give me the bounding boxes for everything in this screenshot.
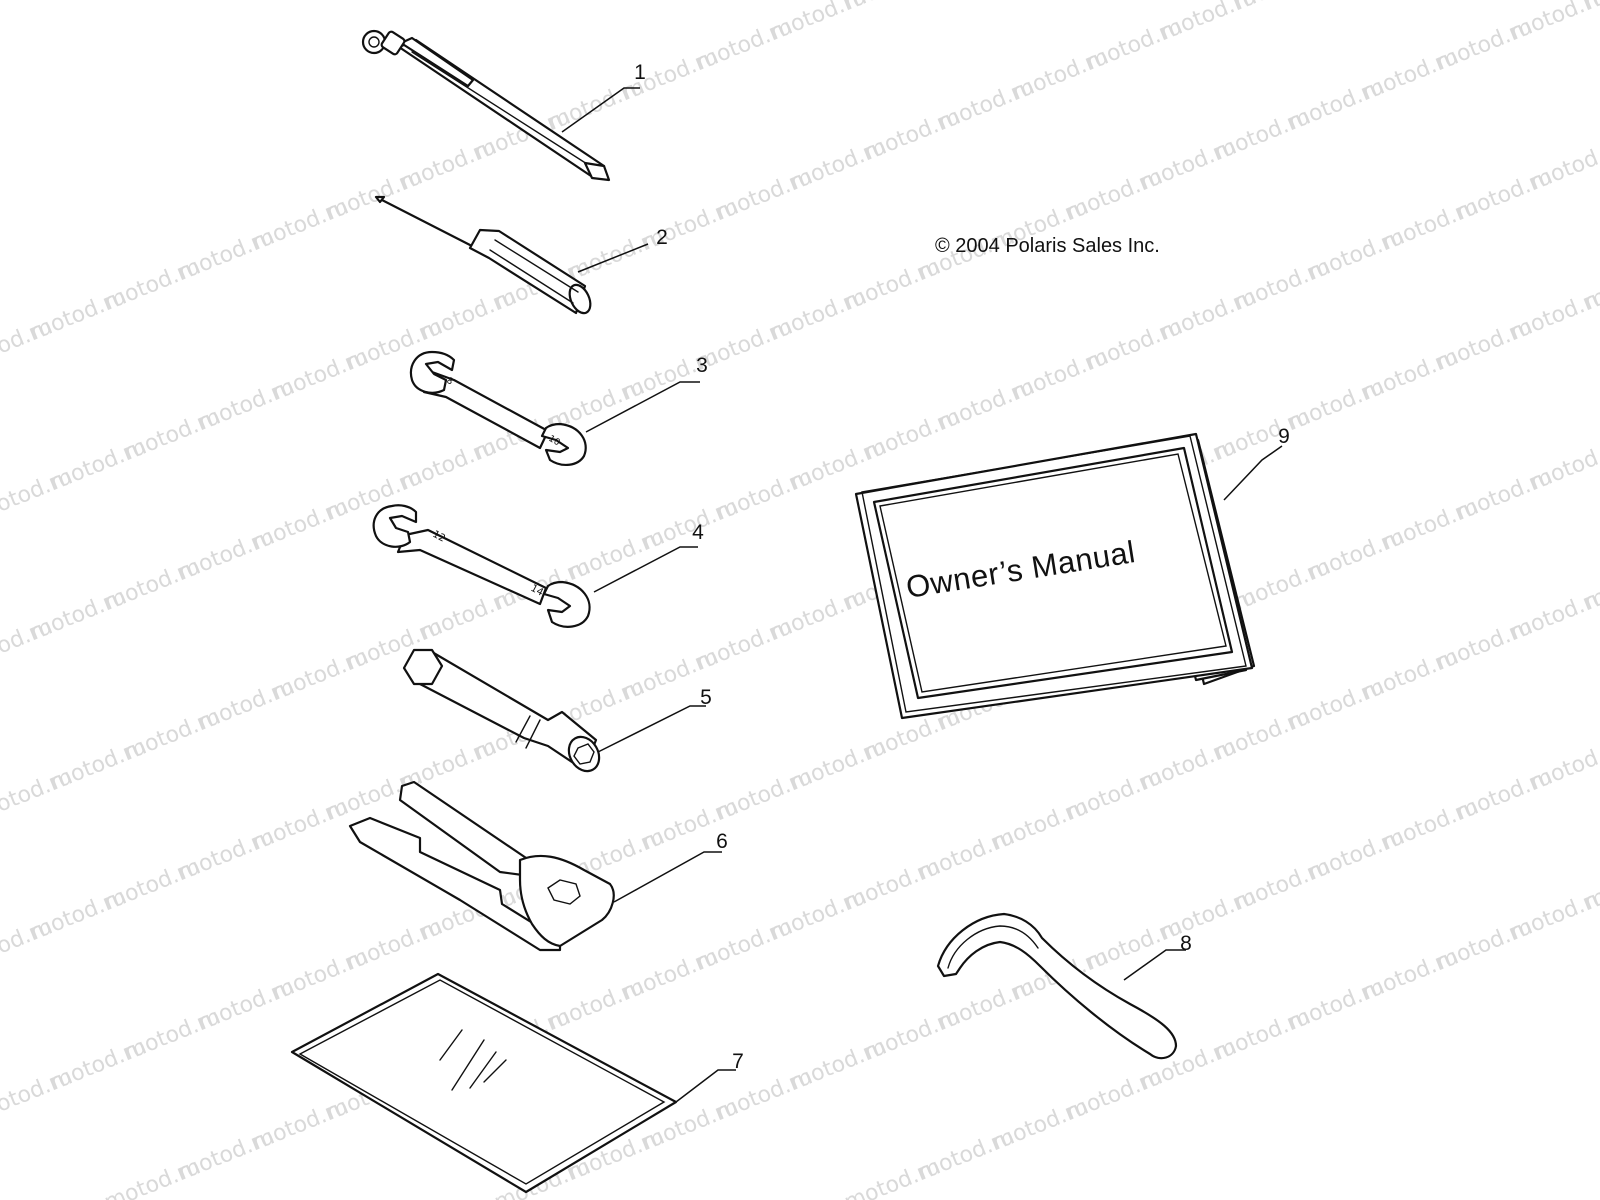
spark-plug-socket-icon [402, 648, 601, 773]
callout-label: 6 [716, 830, 728, 853]
callout-label: 7 [732, 1050, 744, 1073]
watermark-text: motod.ru [1527, 435, 1600, 496]
callout-label: 2 [656, 226, 668, 249]
callout-label: 1 [634, 61, 646, 84]
watermark-text: motod.ru [1231, 0, 1334, 16]
wrench-size-marking: 8 [445, 376, 455, 388]
callout-labels: 1 2 3 4 5 6 7 8 9 [634, 61, 1290, 1073]
callout-label: 5 [700, 686, 712, 709]
watermark-text: motod.ru [1527, 735, 1600, 796]
screwdriver-icon [374, 195, 592, 315]
wrench-size-marking: 12 [431, 529, 447, 545]
copyright-text: © 2004 Polaris Sales Inc. [935, 235, 1160, 257]
leader-lines [561, 87, 1283, 1103]
open-end-wrench-icon: 8 10 [409, 350, 587, 466]
callout-label: 9 [1278, 425, 1290, 448]
wrench-size-marking: 14 [529, 583, 545, 599]
owners-manual-icon: Owner’s Manual [854, 432, 1256, 720]
callout-label: 8 [1180, 932, 1192, 955]
open-end-wrench-icon: 12 14 [372, 504, 591, 628]
combination-tool-icon [348, 780, 615, 952]
spanner-wrench-icon [936, 912, 1178, 1060]
tire-pressure-gauge-icon [361, 29, 611, 182]
callout-label: 4 [692, 521, 704, 544]
watermark-text: motod.ru [841, 0, 944, 16]
callout-label: 3 [696, 354, 708, 377]
watermark-text: motod.ru [1527, 135, 1600, 196]
